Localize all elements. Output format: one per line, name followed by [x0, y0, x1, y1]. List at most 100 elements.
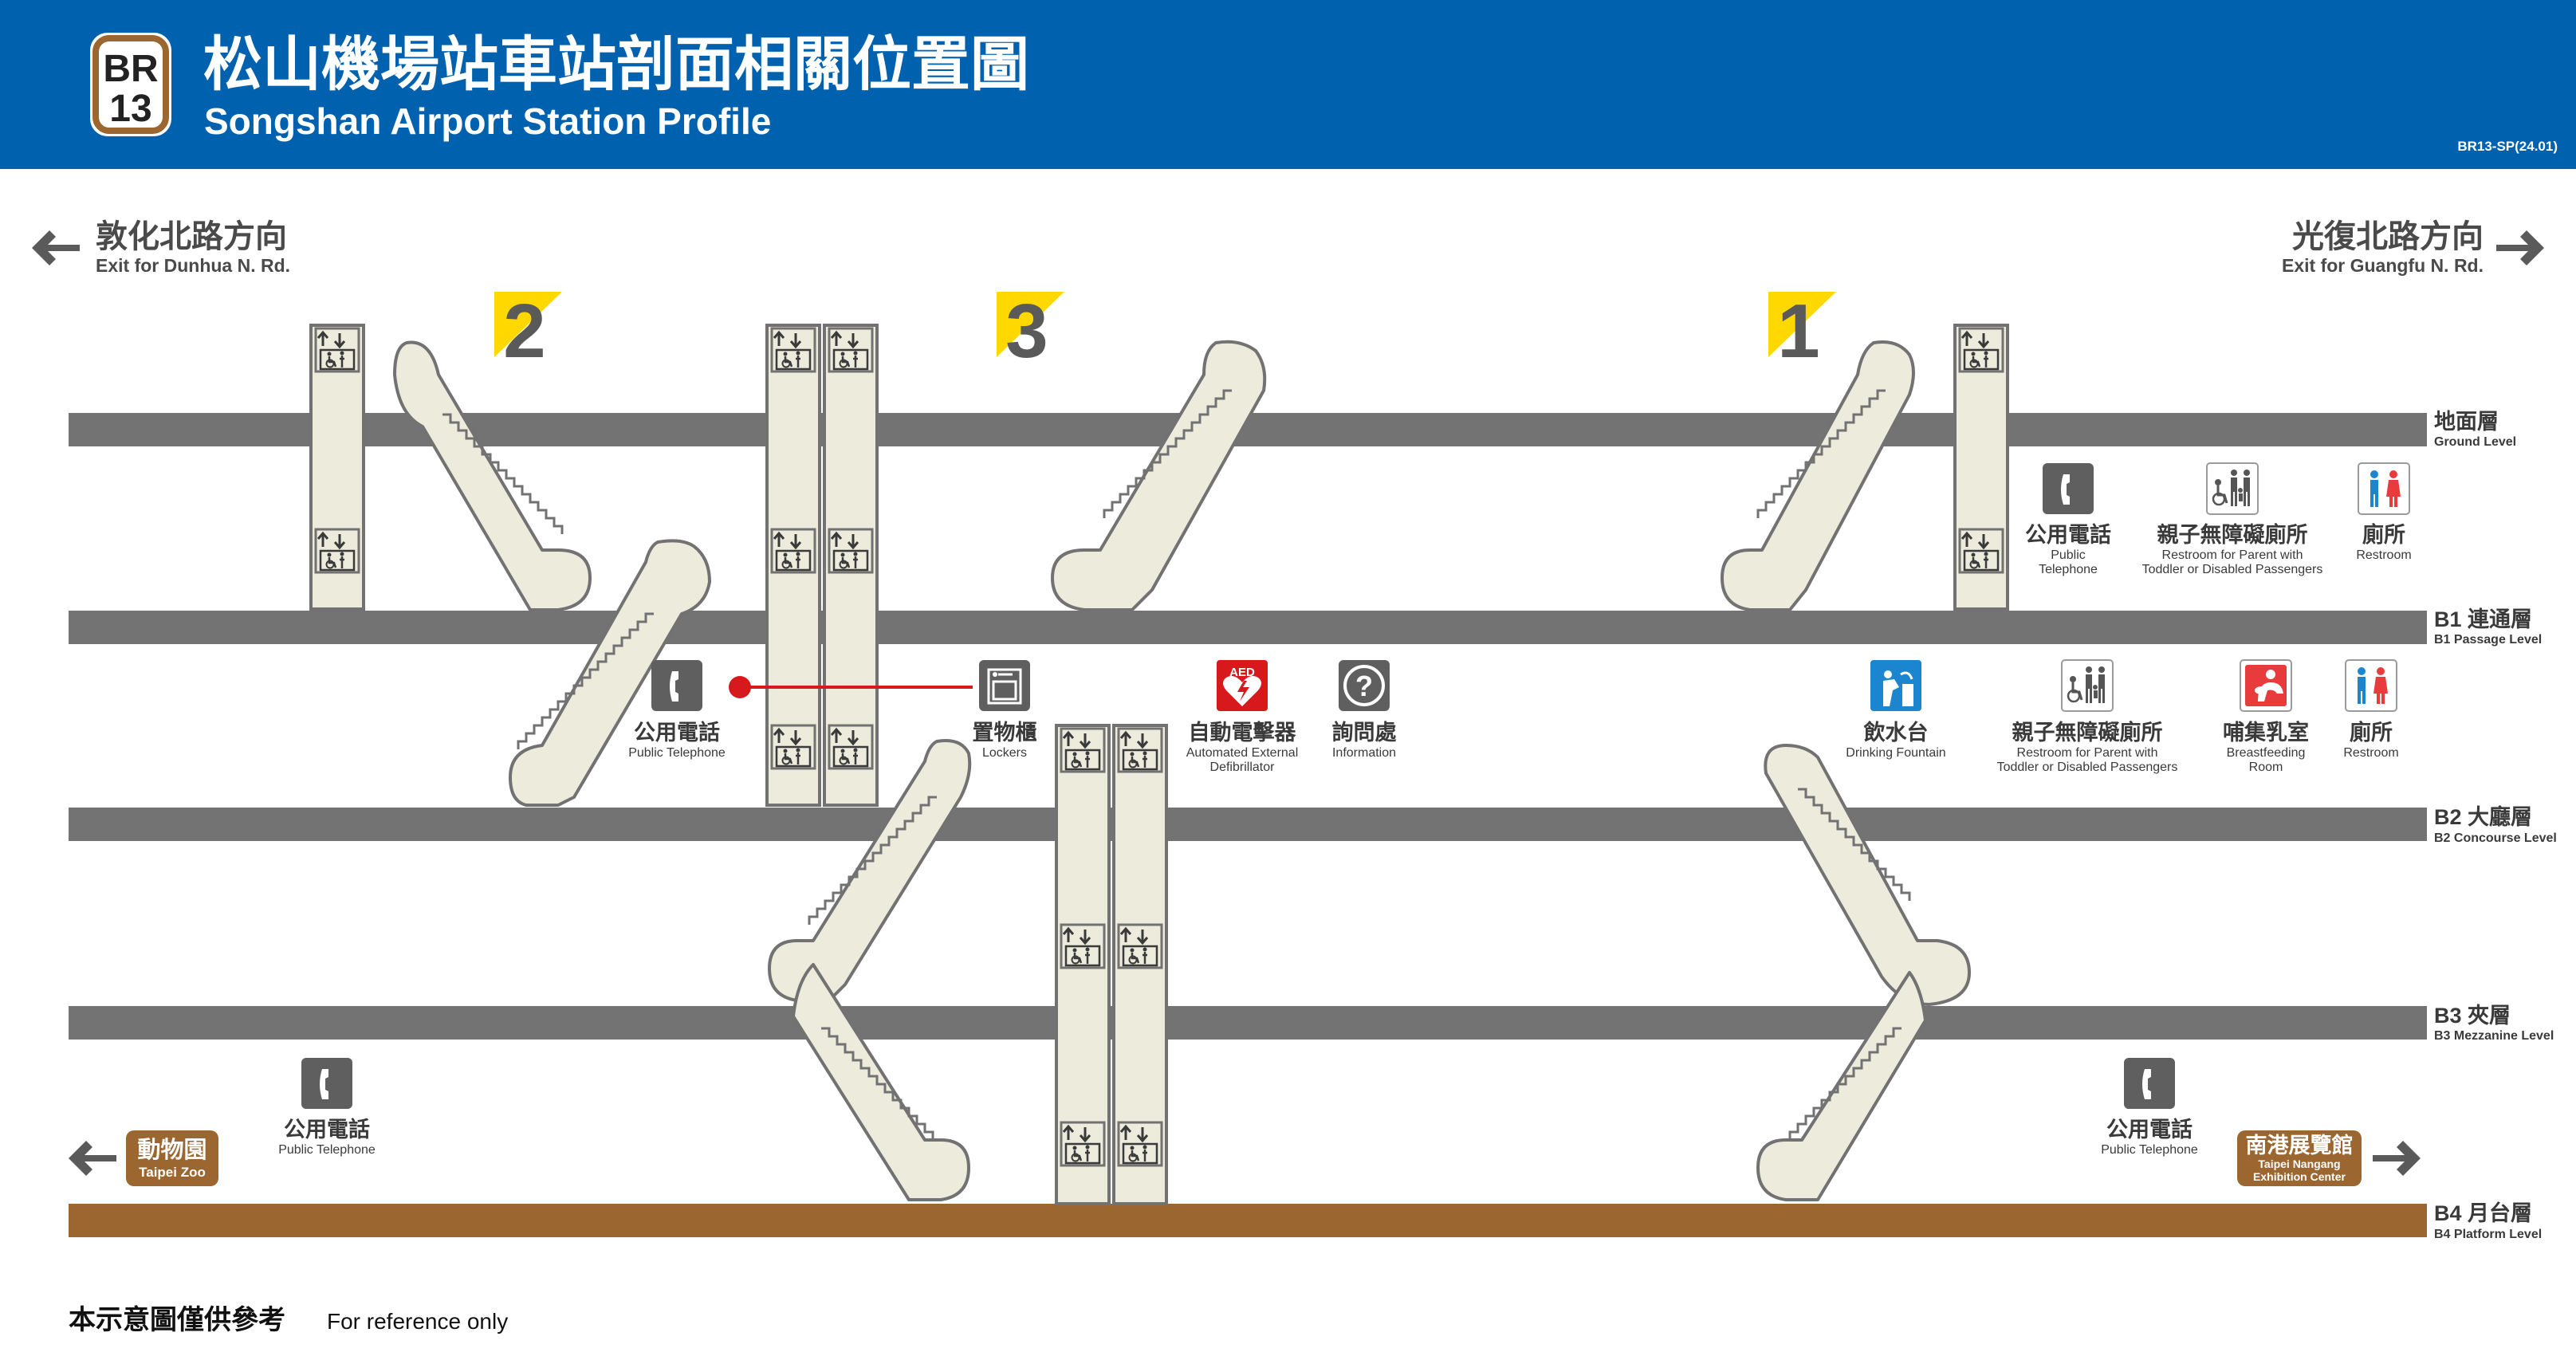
facility-label-en: Defibrillator	[1210, 761, 1276, 774]
facility-b2-info: ? 詢問處 Information	[1332, 660, 1397, 760]
arrow-left-icon	[32, 230, 80, 265]
platform-destination-zh: 動物園	[137, 1137, 206, 1163]
level-bars	[69, 413, 2427, 1237]
exit-number: 2	[503, 289, 545, 374]
elevator-icon	[770, 724, 816, 770]
escalator-b2-b3-mid	[768, 739, 972, 1002]
title-en: Songshan Airport Station Profile	[204, 100, 771, 142]
facility-label-en: Room	[2249, 761, 2283, 774]
facility-b2-phone: 公用電話 Public Telephone	[628, 660, 726, 760]
elevator-icon	[314, 528, 360, 574]
aed-icon: AED	[1217, 660, 1268, 711]
restroom-icon	[2345, 659, 2397, 712]
exit-number: 1	[1777, 289, 1819, 374]
drinking-fountain-icon	[1870, 660, 1921, 711]
elevator-icon	[1060, 1121, 1106, 1167]
escalator-steps	[442, 389, 1911, 1140]
level-label-zh: 地面層	[2434, 410, 2499, 434]
escalator-b3-b4-right	[1756, 971, 1927, 1201]
facility-label-zh: 公用電話	[2025, 522, 2111, 547]
title-zh: 松山機場站車站剖面相關位置圖	[203, 31, 1029, 97]
facility-label-en: Telephone	[2039, 563, 2098, 576]
footer-note: 本示意圖僅供參考 For reference only	[69, 1305, 508, 1335]
locker-icon	[979, 660, 1030, 711]
direction-left-en: Exit for Dunhua N. Rd.	[96, 255, 290, 276]
facility-label-zh: 親子無障礙廁所	[2012, 720, 2163, 745]
level-label-zh: B3 夾層	[2434, 1004, 2511, 1028]
restroom-icon	[2358, 462, 2410, 515]
facility-label-zh: 飲水台	[1863, 720, 1929, 745]
facility-b2-lockers: 置物櫃 Lockers	[973, 660, 1037, 760]
exit-marker-3: 3	[997, 289, 1064, 374]
facility-label-zh: 公用電話	[284, 1117, 370, 1142]
facility-b2-nursing: 哺集乳室 Breastfeeding Room	[2223, 659, 2309, 774]
facility-label-en: Public Telephone	[278, 1143, 376, 1157]
elevator-icon	[770, 327, 816, 373]
facility-b4-phone-left: 公用電話 Public Telephone	[278, 1058, 376, 1157]
elevator-icon	[1060, 727, 1106, 773]
diagram-code: BR13-SP(24.01)	[2457, 139, 2558, 154]
facility-label-zh: 廁所	[2350, 720, 2393, 745]
telephone-icon	[651, 660, 702, 711]
facility-label-zh: 自動電擊器	[1189, 720, 1297, 745]
platform-direction-right: 南港展覽館 Taipei Nangang Exhibition Center	[2237, 1130, 2421, 1186]
direction-left-zh: 敦化北路方向	[96, 219, 287, 254]
level-label-en: B1 Passage Level	[2434, 633, 2542, 647]
level-bar-b2	[69, 808, 2427, 841]
lockers-pointer-line	[729, 676, 973, 698]
direction-right: 光復北路方向 Exit for Guangfu N. Rd.	[2282, 219, 2544, 276]
exit-marker-2: 2	[494, 289, 562, 374]
telephone-icon	[2124, 1058, 2175, 1109]
elevator-icon	[828, 724, 874, 770]
information-icon: ?	[1339, 660, 1390, 711]
escalator-b1-b2-left	[509, 539, 711, 807]
facility-label-en: Breastfeeding	[2227, 746, 2306, 760]
facility-b1-phone: 公用電話 Public Telephone	[2025, 463, 2111, 576]
elevator-icon	[828, 528, 874, 574]
escalator-b3-b4-mid	[792, 963, 970, 1201]
elevator-icon	[1117, 1121, 1163, 1167]
line-badge: BR 13	[90, 33, 171, 136]
direction-right-zh: 光復北路方向	[2292, 219, 2484, 254]
elevator-icon	[1958, 327, 2004, 373]
platform-direction-left: 動物園 Taipei Zoo	[69, 1130, 218, 1186]
escalator-exit3	[1051, 340, 1267, 611]
facility-b2-fountain: 飲水台 Drinking Fountain	[1846, 660, 1946, 760]
facility-label-zh: 詢問處	[1332, 720, 1397, 745]
facility-label-en: Restroom for Parent with	[2017, 746, 2158, 760]
elevator-icon	[1117, 727, 1163, 773]
escalators	[393, 340, 1971, 1201]
level-bar-b3	[69, 1006, 2427, 1040]
aed-icon-text: AED	[1229, 666, 1255, 679]
level-labels: 地面層 Ground Level B1 連通層 B1 Passage Level…	[2434, 410, 2557, 1241]
breastfeeding-room-icon	[2240, 659, 2292, 712]
facility-label-en: Public Telephone	[2101, 1143, 2198, 1157]
badge-line-text: BR	[103, 48, 158, 90]
facility-label-en: Lockers	[982, 746, 1027, 760]
escalator-exit2	[393, 340, 592, 611]
arrow-left-icon	[69, 1141, 116, 1176]
family-accessible-restroom-icon	[2205, 462, 2259, 516]
elevator-icon	[1060, 923, 1106, 969]
level-bar-b4-platform	[69, 1204, 2427, 1237]
level-label-en: B4 Platform Level	[2434, 1228, 2542, 1241]
facility-label-zh: 哺集乳室	[2223, 720, 2309, 745]
facility-label-en: Restroom	[2343, 746, 2398, 760]
facility-label-en: Automated External	[1186, 746, 1299, 760]
header-bar: BR 13 松山機場站車站剖面相關位置圖 Songshan Airport St…	[0, 0, 2576, 169]
arrow-right-icon	[2373, 1141, 2421, 1176]
platform-destination-en: Taipei Zoo	[139, 1165, 206, 1180]
exit-number: 3	[1005, 289, 1048, 374]
facility-label-en: Information	[1332, 746, 1396, 760]
facility-b2-family-restroom: 親子無障礙廁所 Restroom for Parent with Toddler…	[1997, 658, 2177, 774]
facility-label-en: Restroom for Parent with	[2162, 548, 2303, 562]
elevator-icon	[828, 327, 874, 373]
telephone-icon	[301, 1058, 352, 1109]
family-accessible-restroom-icon	[2060, 658, 2114, 713]
platform-destination-zh: 南港展覽館	[2246, 1133, 2354, 1158]
elevator-icon	[770, 528, 816, 574]
escalator-exit1	[1721, 340, 1915, 611]
footer-note-zh: 本示意圖僅供參考	[69, 1305, 285, 1335]
platform-destination-en: Taipei Nangang	[2258, 1158, 2340, 1170]
